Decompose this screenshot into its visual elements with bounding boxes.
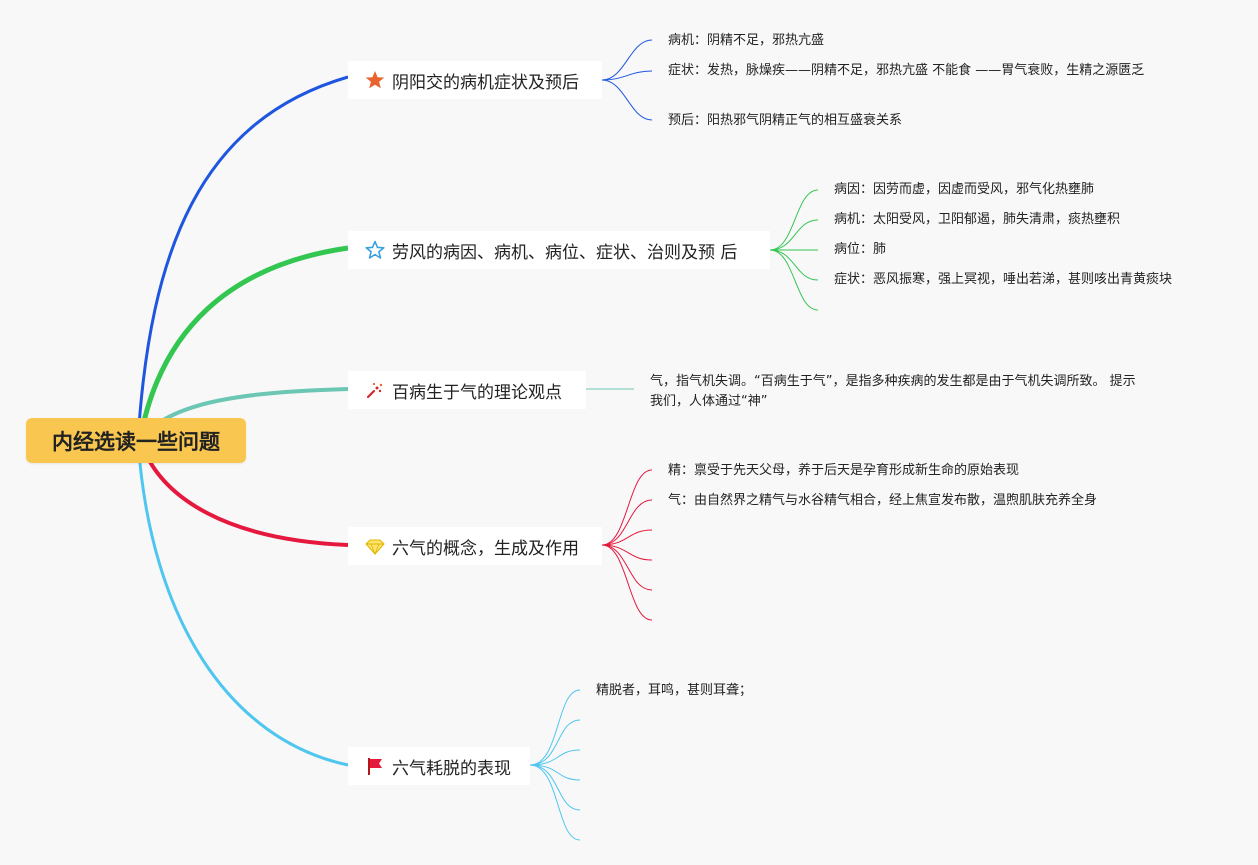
leaf-item[interactable]: 病因：因劳而虚，因虚而受风，邪气化热壅肺	[834, 182, 1095, 197]
topic-liuqi-haotuo[interactable]: 六气耗脱的表现	[348, 747, 530, 785]
branch-connector-1	[136, 75, 349, 441]
leaf-item[interactable]: 症状：发热，脉燥疾——阴精不足，邪热亢盛 不能食 ——胃气衰败，生精之源匮乏	[668, 63, 1145, 78]
branch-connector-2	[137, 245, 349, 441]
root-topic-label: 内经选读一些问题	[52, 429, 220, 454]
leaf-item[interactable]: 气，指气机失调。“百病生于气”，是指多种疾病的发生都是由于气机失调所致。 提示 …	[650, 374, 1136, 409]
leaf-item[interactable]: 精：禀受于先天父母，养于后天是孕育形成新生命的原始表现	[668, 463, 1020, 478]
flag-icon	[364, 755, 386, 777]
leaf-item[interactable]: 气：由自然界之精气与水谷精气相合，经上焦宣发布散，温煦肌肤充养全身	[668, 493, 1098, 508]
diamond-icon	[364, 535, 386, 557]
topic-baibing[interactable]: 百病生于气的理论观点	[348, 371, 586, 409]
leaf-item[interactable]: 预后：阳热邪气阴精正气的相互盛衰关系	[668, 113, 903, 128]
star-outline-icon	[364, 239, 386, 261]
topic-label: 百病生于气的理论观点	[392, 382, 562, 403]
branch-connector-5	[136, 439, 349, 767]
topic-label: 劳风的病因、病机、病位、症状、治则及预 后	[392, 242, 738, 263]
topic-liuqi-concept[interactable]: 六气的概念，生成及作用	[348, 527, 602, 565]
party-icon	[364, 379, 386, 401]
branch-1-leaf-connectors	[601, 39, 653, 121]
leaf-item[interactable]: 精脱者，耳鸣，甚则耳聋；	[596, 683, 753, 698]
leaf-item[interactable]: 病机：阴精不足，邪热亢盛	[668, 33, 825, 48]
topic-label: 六气耗脱的表现	[392, 758, 511, 779]
branch-2-leaf-connectors	[769, 189, 819, 311]
root-topic[interactable]: 内经选读一些问题	[26, 418, 246, 463]
branch-5-leaf-connectors	[529, 689, 581, 841]
leaf-item[interactable]: 病机：太阳受风，卫阳郁遏，肺失清肃，痰热壅积	[834, 212, 1121, 227]
leaf-item[interactable]: 病位：肺	[834, 242, 887, 257]
topic-label: 六气的概念，生成及作用	[392, 538, 579, 559]
leaf-item[interactable]: 症状：恶风振寒，强上冥视，唾出若涕，甚则咳出青黄痰块	[834, 272, 1173, 287]
topic-laofeng[interactable]: 劳风的病因、病机、病位、症状、治则及预 后	[348, 231, 770, 269]
topic-yinyang-jiao[interactable]: 阴阳交的病机症状及预后	[348, 61, 602, 99]
topic-label: 阴阳交的病机症状及预后	[392, 72, 579, 93]
star-filled-icon	[364, 69, 386, 91]
branch-4-leaf-connectors	[601, 469, 653, 621]
